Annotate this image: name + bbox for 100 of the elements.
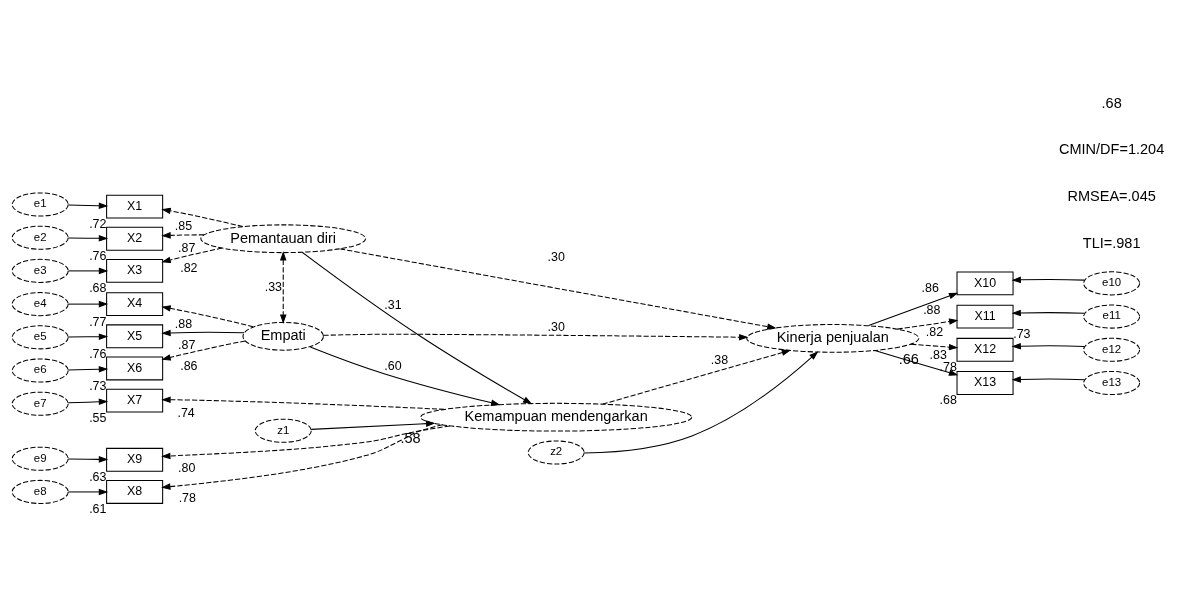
arrow xyxy=(310,419,436,430)
node-ellipse: e5 xyxy=(11,324,69,349)
edge-label: .88 xyxy=(174,316,193,331)
edge-label: .30 xyxy=(547,249,565,264)
node-label: .73 xyxy=(1013,326,1031,341)
node-ellipse: Empati xyxy=(242,321,324,351)
label: CMIN/DF=1.204 xyxy=(1059,140,1165,157)
edge-label: .60 xyxy=(384,358,402,373)
edge-label: .85 xyxy=(174,218,193,233)
node-ellipse: e11 xyxy=(1083,304,1141,329)
arrow xyxy=(161,423,443,490)
node-box: X8 xyxy=(106,479,164,504)
arrow xyxy=(323,333,749,340)
arrow xyxy=(67,332,109,340)
arrow xyxy=(897,317,959,330)
arrow xyxy=(67,300,109,307)
arrow xyxy=(1011,276,1085,283)
node-label: .78 xyxy=(939,359,957,374)
node-label: .72 xyxy=(89,216,107,231)
node-label: .77 xyxy=(89,313,107,328)
arrow xyxy=(67,398,109,405)
node-ellipse: e10 xyxy=(1083,270,1141,295)
node-ellipse: e9 xyxy=(11,446,69,471)
edge-label: .78 xyxy=(178,490,196,505)
node-box: X3 xyxy=(106,258,164,283)
edge-label: .80 xyxy=(178,460,196,475)
node-ellipse: Kemampuan mendengarkan xyxy=(420,402,693,432)
node-ellipse: e1 xyxy=(11,191,69,217)
arrow xyxy=(67,488,109,495)
node-box: X13 xyxy=(956,370,1014,395)
edge-label: .30 xyxy=(547,319,565,334)
arrow xyxy=(910,343,959,350)
node-ellipse: e2 xyxy=(11,225,69,250)
arrow xyxy=(309,345,501,406)
node-box: X10 xyxy=(956,270,1014,295)
node-box: X5 xyxy=(106,323,164,348)
node-label: .76 xyxy=(89,248,107,263)
arrow xyxy=(602,348,792,405)
node-ellipse: e6 xyxy=(11,357,69,383)
node-ellipse: Pemantauan diri xyxy=(200,223,367,253)
node-label: .76 xyxy=(89,346,107,361)
arrow xyxy=(1011,375,1085,383)
node-ellipse: e7 xyxy=(11,391,69,416)
label: RMSEA=.045 xyxy=(1067,187,1156,204)
node-label: .63 xyxy=(89,469,107,484)
arrow xyxy=(868,292,959,326)
node-ellipse: e12 xyxy=(1083,337,1141,362)
edge-label: .82 xyxy=(925,324,944,339)
node-box: X2 xyxy=(106,226,164,251)
arrow xyxy=(339,247,777,330)
edge-label: .87 xyxy=(178,337,196,352)
arrow xyxy=(161,339,246,361)
arrow xyxy=(67,234,109,242)
label: .68 xyxy=(1101,94,1122,111)
node-ellipse: z1 xyxy=(254,418,312,443)
node-ellipse: e13 xyxy=(1083,370,1141,395)
edge-label: .33 xyxy=(264,279,283,294)
edge-label: .82 xyxy=(180,260,198,275)
node-label: .68 xyxy=(939,392,957,407)
arrow xyxy=(161,329,245,336)
node-box: X11 xyxy=(956,304,1014,328)
edge-label: .87 xyxy=(178,240,196,255)
arrow xyxy=(67,365,109,372)
arrow xyxy=(1011,309,1085,316)
node-label: .55 xyxy=(89,410,107,425)
edge-label: .74 xyxy=(177,405,195,420)
node-box: X7 xyxy=(106,388,164,413)
node-label: .68 xyxy=(89,280,107,295)
node-box: X12 xyxy=(956,337,1014,362)
arrow xyxy=(301,251,533,404)
label: TLI=.981 xyxy=(1082,234,1141,251)
edge-label: .88 xyxy=(923,302,941,317)
node-label: .73 xyxy=(89,378,107,393)
arrow xyxy=(67,267,109,274)
node-box: X6 xyxy=(106,356,164,380)
arrow xyxy=(874,349,959,376)
node-ellipse: e3 xyxy=(11,258,69,283)
edge-label: .86 xyxy=(921,280,939,295)
node-label: .61 xyxy=(89,501,107,516)
arrow xyxy=(583,350,819,453)
edge-label: .83 xyxy=(929,347,947,362)
edge-label: .31 xyxy=(384,297,402,312)
node-box: X4 xyxy=(106,291,164,316)
node-ellipse: e8 xyxy=(11,479,69,504)
arrow xyxy=(67,202,109,209)
arrow xyxy=(161,231,205,239)
node-box: X1 xyxy=(106,194,164,218)
node-box: X9 xyxy=(106,447,164,472)
arrow xyxy=(161,207,244,227)
arrow xyxy=(67,455,109,463)
arrow xyxy=(1011,342,1085,349)
arrow xyxy=(161,304,254,327)
edge-label: .38 xyxy=(710,352,729,367)
node-ellipse: z2 xyxy=(527,439,585,465)
arrow xyxy=(279,250,287,324)
arrow xyxy=(161,424,451,459)
edge-label: .86 xyxy=(180,358,198,373)
arrow xyxy=(161,247,223,263)
arrow xyxy=(161,395,445,410)
node-label: .58 xyxy=(400,429,421,446)
